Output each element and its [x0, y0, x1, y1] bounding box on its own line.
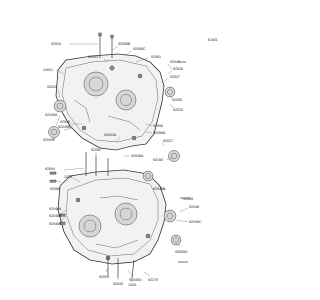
upper-crankcase-half [55, 53, 165, 151]
callout-92055a: 92055A [145, 131, 166, 135]
bearing-left-mid [48, 126, 60, 138]
svg-text:92049F: 92049F [43, 138, 56, 142]
callout-92027-lower: 92027 [161, 139, 173, 147]
svg-text:92049A: 92049A [45, 113, 58, 117]
callout-92068: 92068 [50, 180, 62, 191]
svg-text:92055C: 92055C [133, 47, 146, 51]
svg-text:92045B: 92045B [153, 187, 166, 191]
callout-92033: 92033 [169, 103, 183, 112]
svg-text:92055B: 92055B [118, 42, 131, 46]
callout-92043-bottom: 92043 [113, 278, 123, 286]
callout-92043-top: 92043 [88, 55, 109, 63]
callout-92004-lower: 92004 [45, 167, 85, 171]
callout-92046: 92046 [179, 205, 199, 213]
stud-bolts-middle [85, 152, 109, 176]
bolts-right [178, 61, 190, 263]
callout-92046b-2: 92046B [49, 222, 67, 227]
callout-92045b: 92045B [153, 185, 167, 191]
svg-text:92045A: 92045A [131, 154, 144, 158]
bearing-right-mid [168, 150, 180, 162]
svg-text:92022: 92022 [47, 85, 57, 89]
svg-text:92004: 92004 [51, 42, 61, 46]
svg-text:92043: 92043 [88, 55, 98, 59]
svg-text:92045: 92045 [60, 120, 70, 124]
callout-92049a-left: 92049A [45, 113, 61, 127]
svg-text:92046B: 92046B [49, 214, 62, 218]
callout-132a: 132A [128, 278, 137, 287]
stud-bolts-bottom [107, 256, 135, 279]
svg-text:92150: 92150 [153, 158, 163, 162]
parts-diagram: E1601 [43, 32, 218, 287]
svg-text:92055A: 92055A [153, 131, 166, 135]
bearing-right-upper [164, 86, 176, 98]
callout-92045a: 92045A [124, 154, 144, 158]
svg-text:92055: 92055 [153, 124, 163, 128]
callout-92005: 92005 [169, 95, 182, 102]
callout-14001: 14001 [43, 68, 65, 75]
callout-92046c: 92046C [175, 219, 202, 224]
svg-text:132B: 132B [64, 175, 73, 179]
callout-92004-bottom: 92004 [99, 267, 109, 279]
callout-92049b: 92049B [58, 125, 74, 131]
svg-text:92043: 92043 [113, 282, 123, 286]
seal-bottom [170, 234, 182, 246]
callout-92046b: 92046B [49, 214, 67, 223]
callout-92049f: 92049F [43, 138, 56, 142]
svg-text:92052: 92052 [91, 148, 101, 152]
svg-text:14001: 14001 [43, 68, 53, 72]
callout-92055c: 92055C [123, 47, 146, 57]
svg-text:92046C: 92046C [189, 220, 202, 224]
bearing-left-upper [53, 99, 67, 113]
callout-92055d: 92055D [175, 243, 188, 254]
svg-text:92046: 92046 [189, 205, 199, 209]
svg-text:92170: 92170 [148, 278, 158, 282]
svg-text:92033: 92033 [173, 108, 183, 112]
stud-bolts-top [98, 32, 114, 58]
svg-text:92004: 92004 [45, 167, 55, 171]
callout-92022: 92022 [47, 85, 61, 99]
callout-92045: 92045 [60, 120, 82, 125]
svg-text:92049D: 92049D [129, 278, 142, 282]
callout-92150: 92150 [153, 157, 173, 162]
bearing-center-lower [142, 170, 154, 182]
svg-text:92081: 92081 [151, 55, 161, 59]
callout-92027-upper: 92027 [163, 75, 180, 83]
callout-92046a: 92046A [49, 207, 67, 215]
svg-text:92004: 92004 [99, 275, 109, 279]
callout-92055b: 92055B [111, 42, 131, 51]
svg-text:92043A: 92043A [104, 133, 117, 137]
callout-13165: 13165 [180, 197, 193, 201]
callout-92043a: 92043A [104, 133, 121, 143]
callout-92026: 92026 [167, 67, 183, 75]
callout-92170: 92170 [143, 271, 158, 282]
callout-92049-right: 92049 [167, 60, 180, 71]
callout-132b: 132B [64, 175, 81, 183]
svg-text:92027: 92027 [163, 139, 173, 143]
svg-text:92046A: 92046A [49, 207, 62, 211]
callout-92049d: 92049D [127, 269, 142, 282]
callout-92004-top: 92004 [51, 42, 98, 46]
svg-text:92049B: 92049B [58, 125, 71, 129]
svg-text:92055D: 92055D [175, 250, 188, 254]
svg-text:92005: 92005 [172, 98, 182, 102]
callout-92052: 92052 [91, 148, 101, 156]
bearing-right-lower [163, 209, 177, 223]
crankcase-exploded-view: E1601 [43, 32, 218, 287]
svg-text:13165: 13165 [183, 197, 193, 201]
svg-text:132A: 132A [128, 283, 137, 287]
callout-92055: 92055 [145, 123, 163, 128]
lower-crankcase-half [57, 169, 167, 265]
callout-92081: 92081 [135, 55, 161, 63]
svg-text:92046B: 92046B [49, 222, 62, 226]
svg-text:92027: 92027 [170, 75, 180, 79]
page-id: E1601 [208, 38, 218, 42]
dowel-pins-left [49, 171, 66, 225]
svg-text:92049: 92049 [170, 60, 180, 64]
svg-text:92026: 92026 [173, 67, 183, 71]
svg-text:92068: 92068 [50, 187, 60, 191]
